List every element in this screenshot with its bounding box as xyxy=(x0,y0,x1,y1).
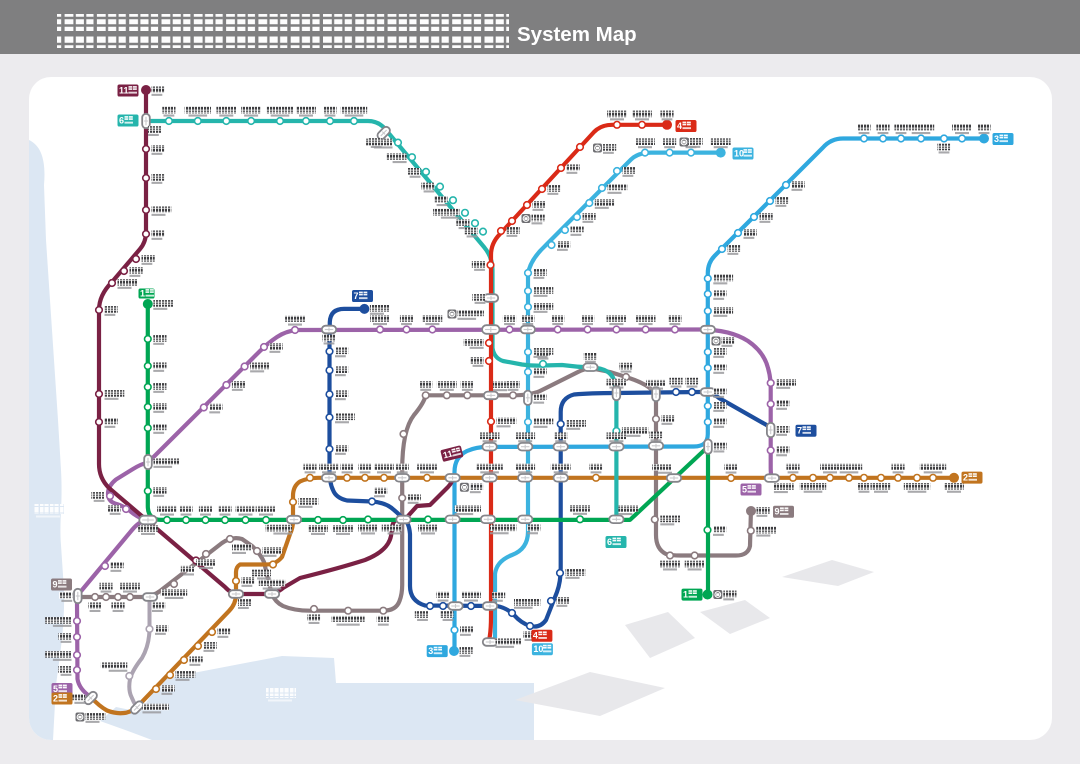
svg-text:3: 3 xyxy=(428,646,433,656)
svg-text:7: 7 xyxy=(797,426,802,436)
svg-text:6: 6 xyxy=(119,115,124,125)
svg-text:9: 9 xyxy=(53,579,58,589)
svg-text:2: 2 xyxy=(963,472,968,482)
svg-text:4: 4 xyxy=(533,631,538,641)
svg-text:10: 10 xyxy=(533,644,543,654)
svg-text:11: 11 xyxy=(442,448,454,460)
svg-text:3: 3 xyxy=(994,134,999,144)
svg-text:5: 5 xyxy=(53,684,58,694)
svg-text:2: 2 xyxy=(53,693,58,703)
svg-text:11: 11 xyxy=(119,85,129,95)
svg-text:4: 4 xyxy=(677,121,682,131)
svg-text:10: 10 xyxy=(734,148,744,158)
svg-text:9: 9 xyxy=(775,507,780,517)
svg-text:5: 5 xyxy=(742,484,747,494)
svg-text:6: 6 xyxy=(607,537,612,547)
svg-text:1: 1 xyxy=(683,589,688,599)
svg-text:7: 7 xyxy=(354,291,359,301)
svg-text:System Map: System Map xyxy=(517,23,637,46)
svg-text:1: 1 xyxy=(140,288,145,298)
